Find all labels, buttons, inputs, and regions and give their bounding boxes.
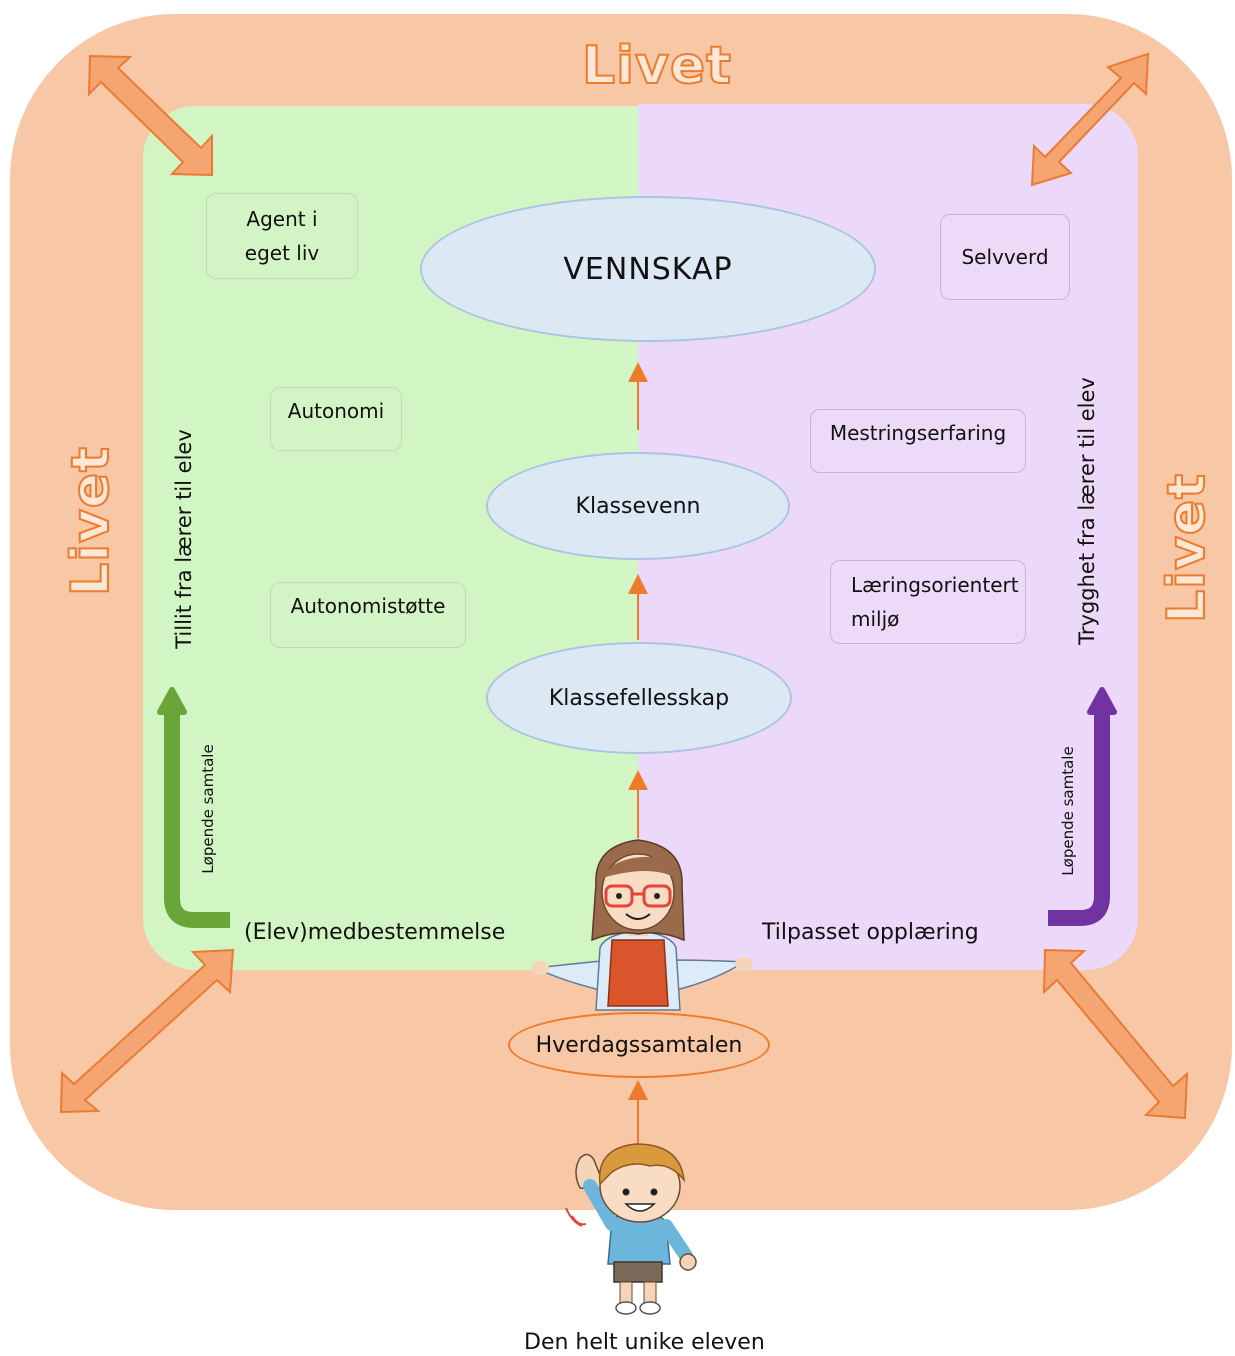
klassefellesskap-ellipse: Klassefellesskap bbox=[486, 642, 792, 754]
hverdagssamtalen-ellipse: Hverdagssamtalen bbox=[508, 1012, 770, 1078]
klassefellesskap-label: Klassefellesskap bbox=[548, 685, 730, 711]
mestringserfaring-label: Mestringserfaring bbox=[829, 421, 1007, 445]
vennskap-ellipse: VENNSKAP bbox=[420, 196, 876, 342]
teacher-illustration bbox=[531, 839, 753, 1011]
livet-top-label: Livet bbox=[581, 36, 732, 96]
student-illustration bbox=[565, 1143, 697, 1315]
double-arrow-top-left bbox=[87, 54, 213, 177]
purple-up-arrow bbox=[1048, 687, 1117, 926]
trygghet-label: Trygghet fra lærer til elev bbox=[1075, 377, 1099, 645]
double-arrow-bottom-left bbox=[59, 948, 235, 1114]
lopende-samtale-left: Løpende samtale bbox=[199, 744, 217, 874]
double-arrow-top-right bbox=[1030, 52, 1150, 187]
hverdagssamtalen-label: Hverdagssamtalen bbox=[535, 1032, 743, 1058]
selvverd-label: Selvverd bbox=[961, 245, 1049, 269]
mestringserfaring-box: Mestringserfaring bbox=[810, 409, 1026, 473]
vennskap-label: VENNSKAP bbox=[563, 251, 733, 287]
lopende-samtale-right: Løpende samtale bbox=[1059, 746, 1077, 876]
autonomi-box: Autonomi bbox=[270, 387, 402, 451]
laeringsorientert-box: Læringsorientert miljø bbox=[830, 560, 1026, 644]
agent-label: Agent i eget liv bbox=[244, 207, 320, 265]
medbestemmelse-label: (Elev)medbestemmelse bbox=[244, 920, 506, 945]
klassevenn-label: Klassevenn bbox=[575, 493, 701, 519]
double-arrow-bottom-right bbox=[1042, 948, 1189, 1120]
laeringsorientert-label: Læringsorientert miljø bbox=[851, 573, 1019, 631]
tilpasset-label: Tilpasset opplæring bbox=[762, 920, 979, 945]
autonomi-label: Autonomi bbox=[287, 399, 385, 423]
selvverd-box: Selvverd bbox=[940, 214, 1070, 300]
green-up-arrow bbox=[157, 687, 230, 928]
agent-box: Agent i eget liv bbox=[206, 193, 358, 279]
student-caption: Den helt unike eleven bbox=[524, 1330, 765, 1355]
autonomistotte-label: Autonomistøtte bbox=[290, 594, 446, 618]
tillit-label: Tillit fra lærer til elev bbox=[172, 429, 196, 649]
autonomistotte-box: Autonomistøtte bbox=[270, 582, 466, 648]
klassevenn-ellipse: Klassevenn bbox=[486, 452, 790, 560]
